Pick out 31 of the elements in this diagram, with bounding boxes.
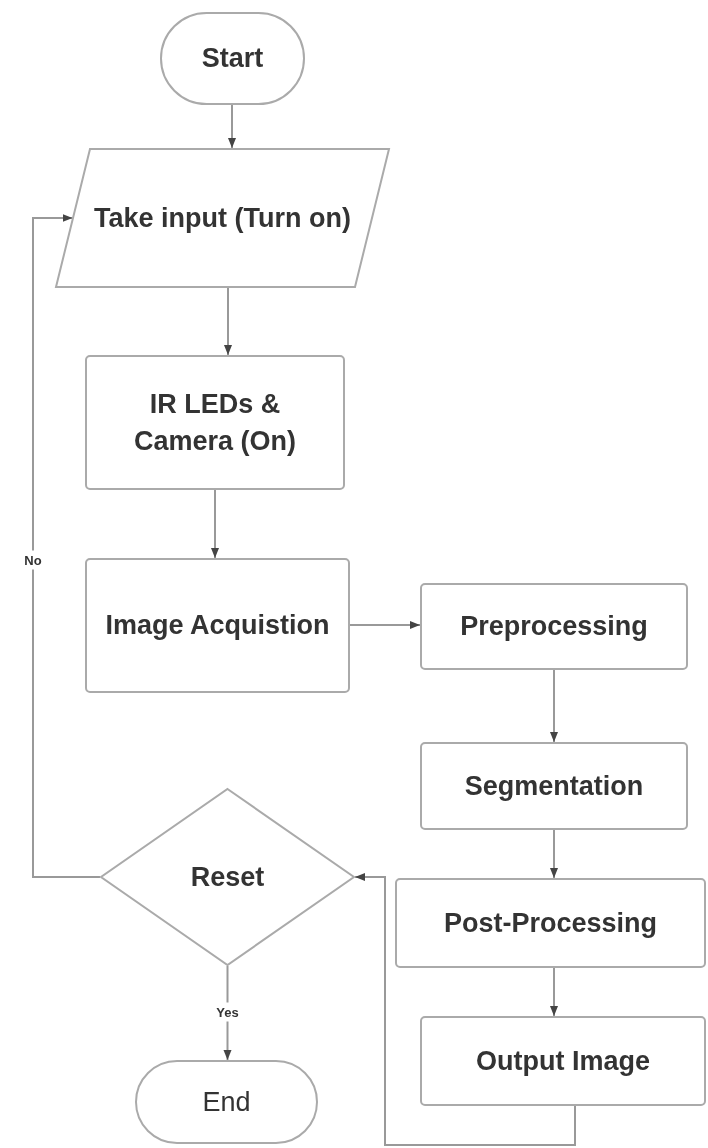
input-parallelogram (55, 148, 390, 288)
process-box (395, 878, 706, 968)
node-label: Start (200, 42, 265, 76)
arrow (349, 621, 421, 629)
arrow (228, 104, 236, 149)
process-box (85, 558, 350, 693)
node-label: Take input (Turn on) (93, 201, 352, 235)
arrow (211, 489, 219, 559)
arrow (550, 829, 558, 879)
process-box (85, 355, 345, 490)
end-terminal (135, 1060, 318, 1144)
node-label: End (201, 1085, 252, 1119)
edge-label: Yes (215, 1002, 240, 1022)
node-label: Output Image (475, 1044, 651, 1078)
node-label: Segmentation (463, 769, 645, 803)
start-terminal (160, 12, 305, 105)
node-label: IR LEDs & Camera (On) (132, 388, 297, 458)
arrow (224, 287, 232, 356)
node-label: Preprocessing (459, 610, 649, 644)
node-label: Post-Processing (442, 906, 659, 940)
process-box (420, 742, 688, 830)
arrow (550, 967, 558, 1017)
decision-diamond (100, 788, 355, 966)
process-box (420, 1016, 706, 1106)
node-label: Image Acquistion (104, 609, 331, 643)
edge-label: No (23, 550, 43, 570)
arrow (354, 873, 576, 1146)
arrow (550, 669, 558, 743)
process-box (420, 583, 688, 670)
arrow (32, 214, 101, 878)
node-label: Reset (189, 860, 266, 894)
